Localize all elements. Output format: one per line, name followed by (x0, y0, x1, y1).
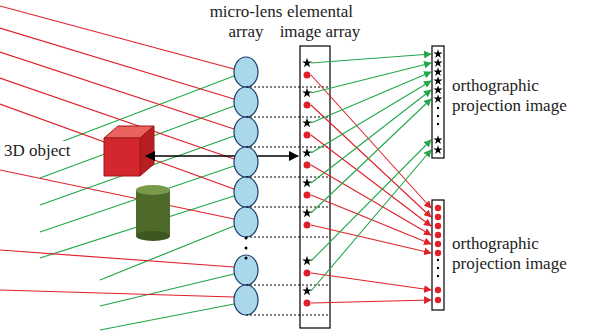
ellipsis-dot (245, 257, 248, 260)
green-ray (311, 99, 431, 213)
star-pixel (302, 178, 312, 187)
dot-pixel (435, 205, 441, 211)
red-ray (311, 195, 431, 244)
distance-arrow (146, 155, 298, 157)
micro-lens (234, 285, 258, 315)
cell-divider (246, 237, 330, 238)
ellipsis-dot (437, 123, 439, 125)
label-text: 3D object (4, 141, 71, 160)
star-pixel (302, 88, 312, 97)
dot-pixel (435, 241, 441, 247)
red-ray (311, 273, 431, 290)
projection-image-box (432, 200, 444, 310)
micro-lens (234, 207, 258, 237)
dot-pixel (304, 222, 311, 229)
micro-lens (234, 57, 258, 87)
green-cylinder (136, 185, 170, 241)
ellipsis-dot (437, 107, 439, 109)
red-ray (0, 6, 234, 69)
cell-divider (246, 87, 330, 88)
star-pixel (302, 208, 312, 217)
ellipsis-dot (437, 275, 439, 277)
dot-pixel (304, 300, 311, 307)
elemental-images (246, 54, 431, 315)
star-pixel (433, 135, 442, 144)
micro-lens (234, 255, 258, 285)
array-label: elemental image array (272, 2, 368, 42)
ellipsis-dot (437, 259, 439, 261)
micro-lens (234, 147, 258, 177)
micro-lens (234, 87, 258, 117)
green-ray (311, 90, 431, 183)
dot-pixel (435, 287, 441, 293)
ellipsis-dot (437, 267, 439, 269)
dot-pixel (435, 232, 441, 238)
star-pixel (433, 76, 442, 85)
cell-divider (246, 147, 330, 148)
star-pixel (433, 67, 442, 76)
star-pixel (302, 118, 312, 127)
green-ray (311, 150, 431, 291)
star-pixel (302, 58, 312, 67)
image-label: orthographic projection image (452, 234, 602, 274)
star-pixel (433, 49, 442, 58)
dot-pixel (304, 162, 311, 169)
dot-pixel (435, 297, 441, 303)
ellipsis-dot (437, 115, 439, 117)
cell-divider (246, 315, 330, 316)
array-label: micro-lens array (200, 2, 292, 42)
star-pixel (433, 85, 442, 94)
red-ray (0, 104, 234, 189)
star-pixel (433, 58, 442, 67)
ellipsis-dot (245, 247, 248, 250)
star-pixel (302, 256, 312, 265)
dot-pixel (304, 270, 311, 277)
green-ray (100, 226, 234, 280)
red-ray (0, 170, 234, 219)
dot-pixel (304, 102, 311, 109)
dot-pixel (435, 250, 441, 256)
red-ray (311, 75, 431, 208)
red-ray (311, 225, 431, 253)
dot-pixel (304, 192, 311, 199)
red-ray (311, 300, 431, 303)
dot-pixel (435, 223, 441, 229)
red-ray (0, 290, 234, 297)
green-ray (311, 81, 431, 153)
micro-lens (234, 177, 258, 207)
light-rays (0, 6, 234, 330)
green-ray (311, 140, 431, 261)
label-text: elemental image array (280, 2, 361, 41)
red-ray (0, 250, 234, 267)
star-pixel (302, 286, 312, 295)
label-text: orthographic projection image (452, 234, 567, 273)
star-pixel (433, 145, 442, 154)
cell-divider (246, 117, 330, 118)
red-cube (104, 126, 154, 176)
label-text: orthographic projection image (452, 76, 567, 115)
star-pixel (302, 148, 312, 157)
star-pixel (433, 94, 442, 103)
projection-image-box (432, 46, 444, 158)
micro-lens (234, 117, 258, 147)
red-ray (311, 135, 431, 226)
green-ray (100, 304, 234, 330)
dot-pixel (304, 132, 311, 139)
image-label: orthographic projection image (452, 76, 602, 116)
green-ray (311, 54, 431, 63)
label-text: micro-lens array (210, 2, 283, 41)
dot-pixel (304, 72, 311, 79)
projection-pixels (433, 49, 442, 303)
cell-divider (246, 285, 330, 286)
green-ray (100, 274, 234, 306)
object-label: 3D object (4, 141, 114, 161)
dot-pixel (435, 214, 441, 220)
green-ray (311, 63, 431, 93)
